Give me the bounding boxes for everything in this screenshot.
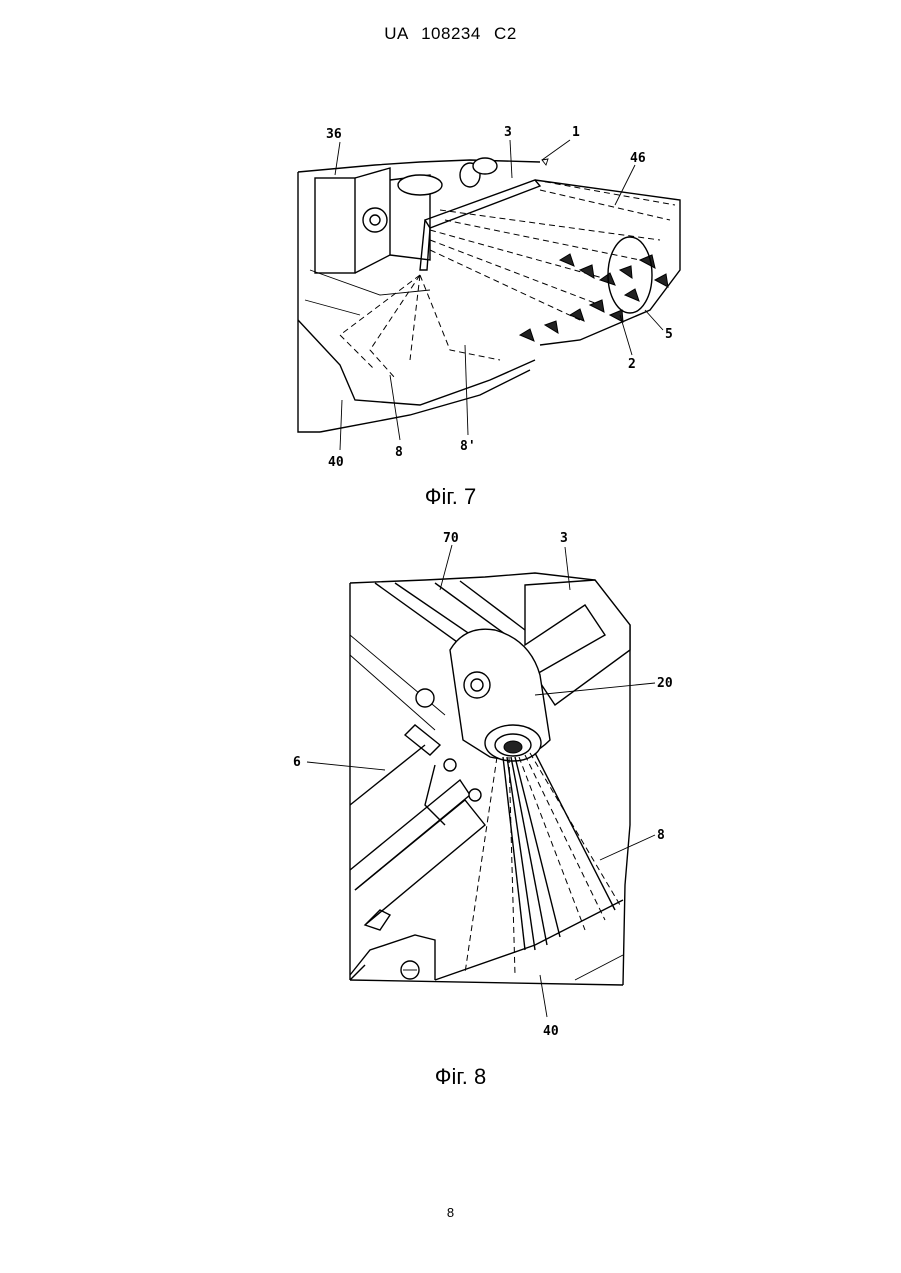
label-3: 3 [504,125,512,140]
figure-8-drawing: 70 3 20 6 8 40 [285,525,685,1045]
label-70: 70 [443,531,459,546]
label-40: 40 [328,455,344,470]
figure-7-drawing: 36 3 1 46 5 2 8' 8 40 [280,120,700,475]
label-20: 20 [657,676,673,691]
page-number: 8 [0,1205,901,1220]
figure-8-caption: Фіг. 8 [0,1064,901,1090]
label-1: 1 [572,125,580,140]
label-46: 46 [630,151,646,166]
label-2: 2 [628,357,636,372]
label-40: 40 [543,1024,559,1039]
label-5: 5 [665,327,673,342]
patent-document-number: UA 108234 C2 [0,24,901,44]
label-8: 8 [395,445,403,460]
label-8: 8 [657,828,665,843]
label-36: 36 [326,127,342,142]
label-8-prime: 8' [460,439,476,454]
label-3: 3 [560,531,568,546]
figure-7-caption: Фіг. 7 [0,484,901,510]
label-6: 6 [293,755,301,770]
